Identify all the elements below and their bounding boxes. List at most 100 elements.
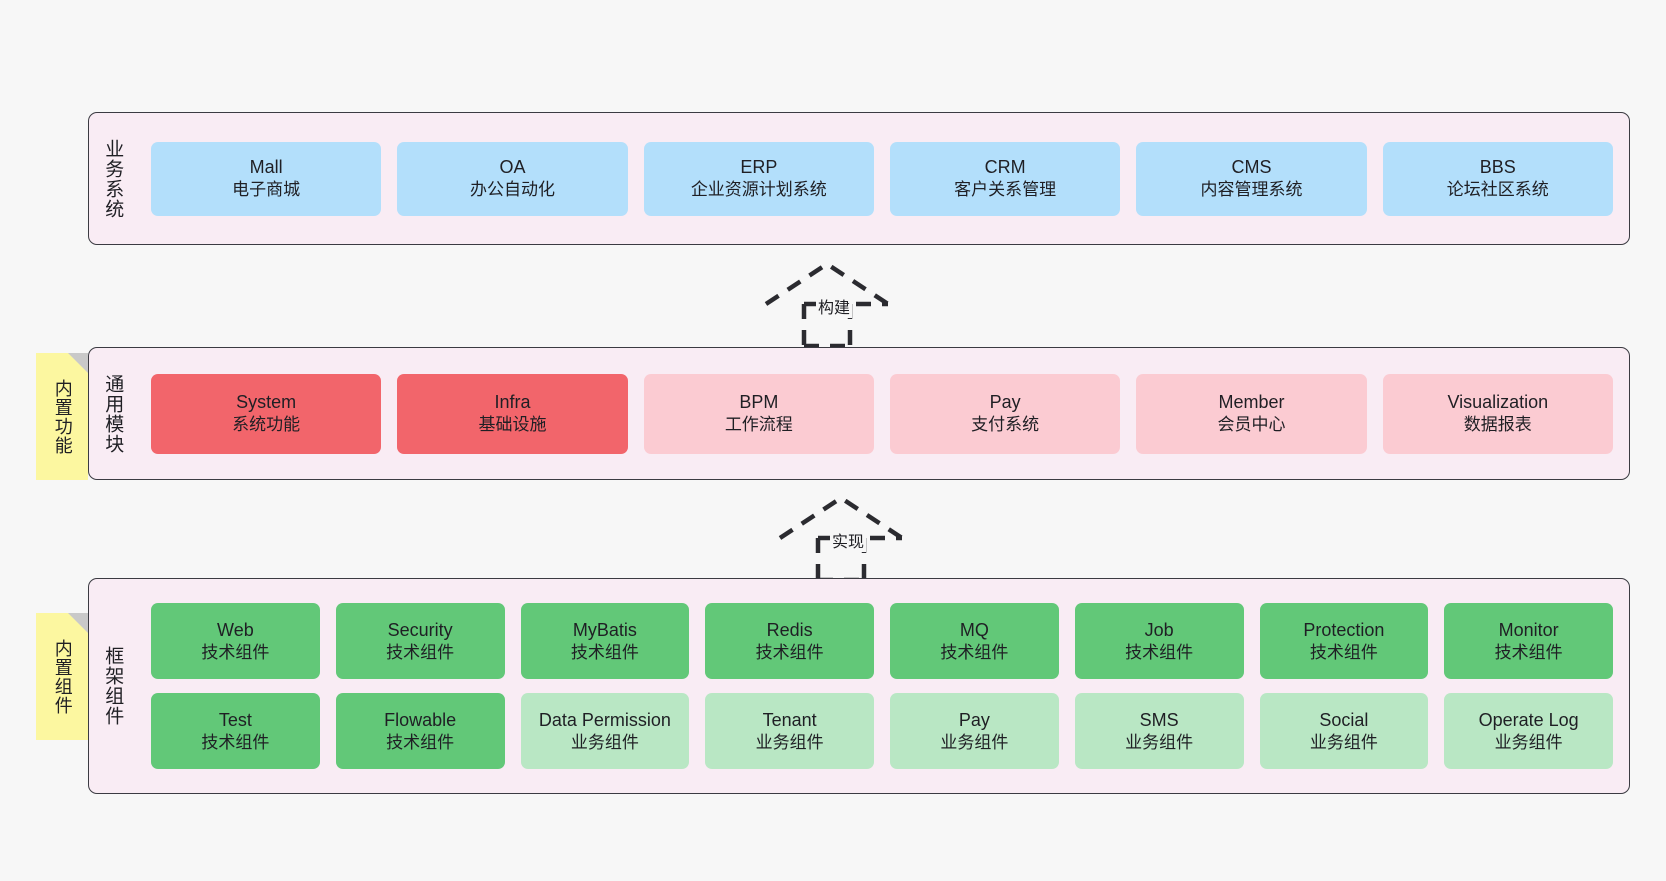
layer-title-modules: 通用模块 bbox=[102, 373, 124, 454]
connector-realize-label: 实现 bbox=[830, 528, 867, 552]
card-title: Mall bbox=[249, 157, 283, 178]
card-title: BPM bbox=[739, 392, 779, 413]
sticky-note-builtin-components-label: 内置组件 bbox=[52, 638, 73, 715]
card-subtitle: 业务组件 bbox=[1309, 732, 1378, 752]
card-title: System bbox=[236, 392, 297, 413]
card-subtitle: 办公自动化 bbox=[469, 180, 555, 200]
card-subtitle: 技术组件 bbox=[755, 642, 824, 662]
connector-build-label: 构建 bbox=[816, 294, 853, 318]
card-subtitle: 工作流程 bbox=[724, 415, 793, 435]
connector-build: 构建 bbox=[758, 258, 898, 349]
card-subtitle: 客户关系管理 bbox=[954, 180, 1057, 200]
card-subtitle: 内容管理系统 bbox=[1200, 180, 1303, 200]
card-title: Job bbox=[1144, 619, 1174, 640]
card-subtitle: 技术组件 bbox=[386, 732, 455, 752]
card-title: CMS bbox=[1231, 157, 1272, 178]
card-title: Web bbox=[217, 619, 254, 640]
sticky-note-builtin-components: 内置组件 bbox=[36, 613, 88, 740]
sticky-note-builtin-functions: 内置功能 bbox=[36, 353, 88, 480]
card-subtitle: 支付系统 bbox=[971, 415, 1040, 435]
card-title: Flowable bbox=[384, 709, 457, 730]
card-subtitle: 技术组件 bbox=[386, 642, 455, 662]
card-title: MyBatis bbox=[572, 619, 637, 640]
card-title: CRM bbox=[984, 157, 1026, 178]
card-title: ERP bbox=[740, 157, 778, 178]
card-title: SMS bbox=[1139, 709, 1179, 730]
card-subtitle: 企业资源计划系统 bbox=[690, 180, 827, 200]
card-subtitle: 系统功能 bbox=[232, 415, 301, 435]
card-title: Redis bbox=[766, 619, 813, 640]
card-subtitle: 技术组件 bbox=[1494, 642, 1563, 662]
card-title: Social bbox=[1319, 709, 1369, 730]
layer-title-framework: 框架组件 bbox=[102, 646, 124, 726]
card-title: Tenant bbox=[762, 709, 817, 730]
card-subtitle: 基础设施 bbox=[478, 415, 547, 435]
card-subtitle: 业务组件 bbox=[1125, 732, 1194, 752]
card-title: Infra bbox=[494, 392, 531, 413]
card-subtitle: 业务组件 bbox=[755, 732, 824, 752]
card-subtitle: 业务组件 bbox=[940, 732, 1009, 752]
card-subtitle: 技术组件 bbox=[201, 732, 270, 752]
card-title: Operate Log bbox=[1478, 709, 1579, 730]
card-title: MQ bbox=[959, 619, 989, 640]
card-subtitle: 技术组件 bbox=[1125, 642, 1194, 662]
card-subtitle: 技术组件 bbox=[940, 642, 1009, 662]
card-subtitle: 业务组件 bbox=[1494, 732, 1563, 752]
fold-corner-icon bbox=[68, 353, 88, 373]
card-title: Pay bbox=[989, 392, 1021, 413]
card-subtitle: 论坛社区系统 bbox=[1446, 180, 1549, 200]
connector-realize: 实现 bbox=[772, 492, 912, 583]
fold-corner-icon bbox=[68, 613, 88, 633]
card-subtitle: 技术组件 bbox=[570, 642, 639, 662]
card-subtitle: 技术组件 bbox=[1309, 642, 1378, 662]
card-subtitle: 业务组件 bbox=[570, 732, 639, 752]
card-title: Security bbox=[387, 619, 453, 640]
sticky-note-builtin-functions-label: 内置功能 bbox=[52, 378, 73, 455]
card-title: Test bbox=[218, 709, 252, 730]
card-title: Member bbox=[1218, 392, 1285, 413]
card-title: Protection bbox=[1303, 619, 1385, 640]
card-title: Pay bbox=[958, 709, 990, 730]
card-subtitle: 电子商城 bbox=[232, 180, 301, 200]
card-title: Data Permission bbox=[538, 709, 671, 730]
layer-title-business: 业务系统 bbox=[102, 138, 124, 219]
